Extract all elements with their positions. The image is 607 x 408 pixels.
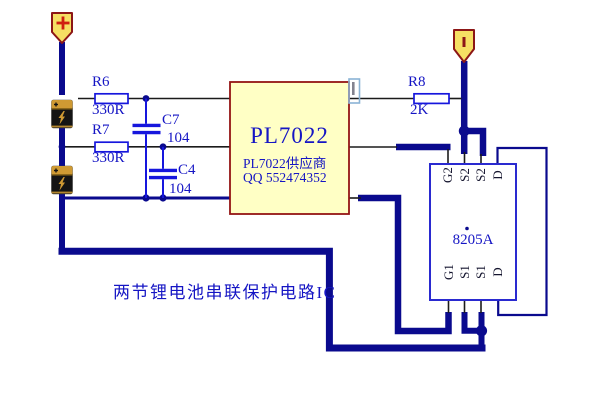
ic-8205a-body xyxy=(429,163,517,301)
pin-label-d1: D xyxy=(489,267,505,277)
resistor-r7 xyxy=(94,141,129,153)
r6-value: 330R xyxy=(92,102,125,118)
s2-branch-wire xyxy=(464,127,487,156)
cursor-artifact-icon xyxy=(348,78,361,104)
pin1-mark xyxy=(465,226,469,231)
r6-label: R6 xyxy=(92,74,110,90)
ic-pl7022-title: PL7022 xyxy=(250,123,329,148)
ic-pl7022-vendor-line1: PL7022供应商 xyxy=(243,156,327,171)
pin-label-s2a: S2 xyxy=(456,168,472,182)
c7-value: 104 xyxy=(167,130,190,146)
pin-label-s1a: S1 xyxy=(456,265,472,279)
c4-value: 104 xyxy=(169,181,192,197)
pin-label-g1: G1 xyxy=(440,264,456,280)
ic-8205a-title: 8205A xyxy=(452,232,494,248)
drain-loop-wire xyxy=(496,146,548,317)
pin-label-d2: D xyxy=(489,170,505,180)
capacitor-c4 xyxy=(149,146,177,198)
pin-label-g2: G2 xyxy=(440,167,455,183)
circuit-description: 两节锂电池串联保护电路IC xyxy=(113,283,337,302)
r7-label: R7 xyxy=(92,122,110,138)
resistor-r6 xyxy=(94,92,129,105)
resistor-r8 xyxy=(413,92,450,105)
r8-value: 2K xyxy=(410,102,429,118)
g1-route-wire xyxy=(358,194,452,335)
s1-elbow-wire xyxy=(461,312,482,334)
r8-label: R8 xyxy=(408,74,426,90)
ic-pl7022-vendor-line2: QQ 552474352 xyxy=(243,170,327,185)
r7-value: 330R xyxy=(92,150,125,166)
positive-terminal-icon xyxy=(51,12,73,44)
battery-cell-1-icon xyxy=(51,99,73,129)
pin-label-s1b: S1 xyxy=(473,265,488,279)
c4-label: C4 xyxy=(178,162,196,178)
c7-label: C7 xyxy=(162,112,180,128)
capacitor-c7 xyxy=(132,98,161,198)
battery-cell-2-icon xyxy=(51,165,73,195)
bminus-route-wire xyxy=(58,247,486,352)
negative-terminal-icon xyxy=(453,29,475,63)
ic-pl7022-body xyxy=(229,81,350,215)
pin-label-s2b: S2 xyxy=(473,168,488,182)
